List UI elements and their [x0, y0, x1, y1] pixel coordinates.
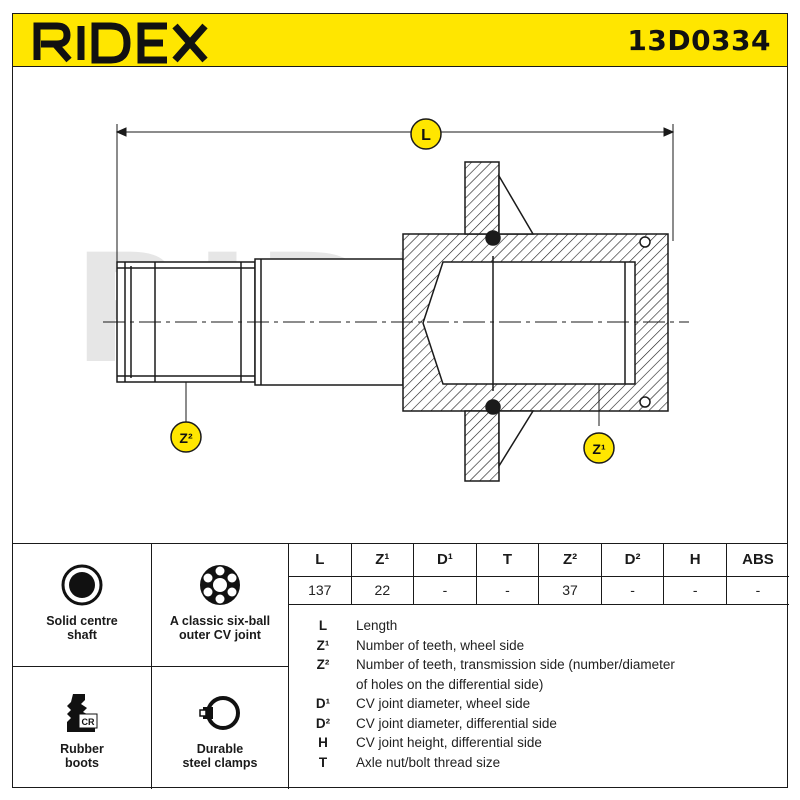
- legend-row: H CV joint height, differential side: [298, 733, 778, 753]
- callout-z2: Z²: [170, 421, 202, 453]
- spec-value: -: [413, 576, 477, 605]
- legend-key: D¹: [315, 696, 331, 711]
- spec-header: D²: [600, 544, 664, 577]
- legend-text: Number of teeth, wheel side: [356, 637, 525, 653]
- spec-header-row: L Z¹ D¹ T Z² D² H ABS: [288, 544, 789, 577]
- spec-header: L: [288, 544, 352, 577]
- legend: L Length Z¹ Number of teeth, wheel side …: [298, 616, 778, 772]
- spec-header: H: [663, 544, 727, 577]
- svg-text:Z²: Z²: [179, 430, 193, 446]
- svg-text:L: L: [421, 127, 431, 144]
- callout-length: L: [410, 118, 442, 150]
- spec-value: -: [475, 576, 539, 605]
- spec-table: L Z¹ D¹ T Z² D² H ABS 137 22 - - 37 - - …: [288, 544, 789, 605]
- legend-text: CV joint diameter, differential side: [356, 715, 557, 731]
- legend-key: H: [318, 735, 328, 750]
- info-panel: Solid centre shaft A classic six-ball ou…: [12, 543, 789, 789]
- spec-value: -: [663, 576, 727, 605]
- legend-text: Length: [356, 618, 398, 633]
- feature-label: Solid centre shaft: [46, 614, 118, 642]
- legend-text: of holes on the differential side): [356, 676, 544, 692]
- legend-key: T: [318, 754, 328, 770]
- spec-header: T: [475, 544, 539, 577]
- legend-row: D² CV joint diameter, differential side: [298, 714, 778, 734]
- spec-value: -: [725, 576, 789, 605]
- divider: [13, 666, 288, 667]
- part-number: 13D0334: [627, 24, 771, 57]
- callout-z1: Z¹: [583, 432, 615, 464]
- technical-drawing-frame: RIDEX: [12, 66, 788, 544]
- feature-label: Rubber boots: [60, 742, 104, 770]
- spec-header: ABS: [725, 544, 789, 577]
- solid-shaft-icon: [61, 564, 103, 606]
- legend-row: L Length: [298, 616, 778, 636]
- spec-header: Z²: [538, 544, 602, 577]
- legend-key: Z²: [316, 657, 330, 672]
- spec-header: D¹: [413, 544, 477, 577]
- svg-text:CR: CR: [82, 717, 95, 727]
- spec-value: 37: [538, 576, 602, 605]
- legend-text: CV joint height, differential side: [356, 735, 542, 750]
- svg-text:Z¹: Z¹: [592, 441, 606, 457]
- legend-text: CV joint diameter, wheel side: [356, 696, 531, 711]
- legend-row: D¹ CV joint diameter, wheel side: [298, 694, 778, 714]
- feature-solid-shaft: Solid centre shaft: [13, 562, 151, 642]
- rubber-boot-icon: CR: [67, 694, 98, 732]
- spec-header: Z¹: [350, 544, 414, 577]
- legend-text: Number of teeth, transmission side (numb…: [356, 657, 675, 672]
- legend-row: T Axle nut/bolt thread size: [298, 753, 778, 773]
- legend-key: [298, 675, 348, 695]
- header-bar: 13D0334: [12, 13, 788, 67]
- legend-row: Z¹ Number of teeth, wheel side: [298, 636, 778, 656]
- spec-value: 137: [288, 576, 352, 605]
- feature-rubber-boots: CR Rubber boots: [13, 690, 151, 770]
- spec-value: 22: [350, 576, 414, 605]
- cv-joint-drawing: RIDEX: [73, 118, 689, 482]
- legend-key: L: [318, 618, 328, 633]
- feature-label: A classic six-ball outer CV joint: [169, 614, 271, 642]
- ridex-logo: [33, 22, 208, 64]
- legend-key: Z¹: [316, 637, 330, 653]
- steel-clamp-icon: [199, 696, 240, 730]
- six-ball-joint-icon: [200, 565, 240, 605]
- feature-label: Durable steel clamps: [182, 742, 258, 770]
- spec-value: -: [600, 576, 664, 605]
- divider: [288, 544, 289, 789]
- feature-six-ball-joint: A classic six-ball outer CV joint: [151, 562, 289, 642]
- cv-joint-body: [402, 161, 669, 482]
- legend-row: Z² Number of teeth, transmission side (n…: [298, 655, 778, 675]
- feature-steel-clamps: Durable steel clamps: [151, 690, 289, 770]
- legend-key: D²: [315, 715, 331, 731]
- legend-text: Axle nut/bolt thread size: [356, 754, 501, 770]
- spec-value-row: 137 22 - - 37 - - -: [288, 576, 789, 605]
- legend-row: of holes on the differential side): [298, 675, 778, 695]
